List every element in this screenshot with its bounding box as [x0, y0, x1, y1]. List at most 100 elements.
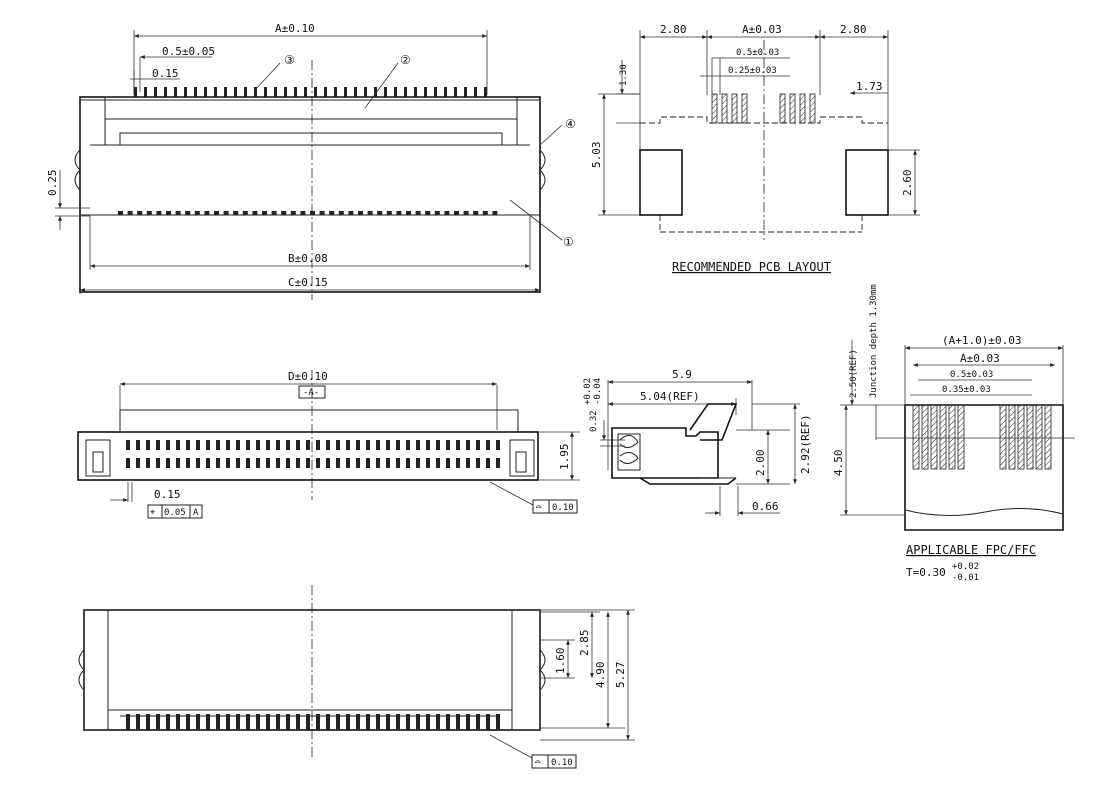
front-pin: [204, 87, 207, 97]
fpc-dim-a: A±0.03: [960, 352, 1000, 365]
front-bottom-contact: [454, 211, 459, 215]
top-pin-upper: [356, 440, 360, 450]
front-pin: [444, 87, 447, 97]
top-pin-upper: [386, 440, 390, 450]
callout-2: ②: [400, 53, 411, 67]
top-pin-upper: [336, 440, 340, 450]
fpc-dim-450: 4.50: [832, 450, 845, 477]
top-pin-row: [126, 440, 500, 468]
pcb-pad: [711, 93, 718, 124]
pcb-pad: [721, 93, 728, 124]
pcb-layout: 2.80 A±0.03 2.80 0.5±0.03 0.25±0.03 1.30…: [590, 23, 920, 274]
side-dim-504: 5.04(REF): [640, 390, 700, 403]
top-pin-upper: [236, 440, 240, 450]
bottom-pin: [476, 714, 480, 730]
top-pin-lower: [316, 458, 320, 468]
fpc-contact: [948, 404, 956, 470]
side-dim-032-dn: -0.04: [593, 378, 603, 405]
front-pin: [214, 87, 217, 97]
bottom-pin: [146, 714, 150, 730]
top-pin-lower: [186, 458, 190, 468]
callout-1: ①: [563, 235, 574, 249]
top-pin-lower: [236, 458, 240, 468]
front-bottom-contact: [367, 211, 373, 215]
bottom-pin: [276, 714, 280, 730]
top-pin-lower: [486, 458, 490, 468]
top-pin-lower: [166, 458, 170, 468]
front-bottom-contact: [175, 211, 181, 215]
front-pin: [324, 87, 327, 97]
top-pin-upper: [436, 440, 440, 450]
top-pin-lower: [246, 458, 250, 468]
front-bottom-contact: [338, 211, 344, 215]
top-pin-upper: [326, 440, 330, 450]
top-pin-upper: [376, 440, 380, 450]
top-pin-upper: [456, 440, 460, 450]
top-pin-lower: [456, 458, 460, 468]
bottom-dim-285: 2.85: [578, 630, 591, 657]
front-bottom-contact: [329, 211, 335, 215]
front-pin: [414, 87, 417, 97]
front-pin: [354, 87, 357, 97]
pcb-pad-group: [711, 93, 816, 124]
front-dim-c: C±0.15: [288, 276, 328, 289]
front-pin: [474, 87, 477, 97]
callout-3: ③: [284, 53, 295, 67]
top-pin-lower: [476, 458, 480, 468]
bottom-pin: [306, 714, 310, 730]
fpc-dim-pitch: 0.5±0.03: [950, 370, 993, 380]
front-pin: [394, 87, 397, 97]
front-pin: [404, 87, 407, 97]
bottom-pin: [186, 714, 190, 730]
top-pin-lower: [406, 458, 410, 468]
top-pin-upper: [216, 440, 220, 450]
top-pin-lower: [296, 458, 300, 468]
fpc-contact: [999, 404, 1007, 470]
bottom-pin: [436, 714, 440, 730]
front-bottom-contact: [415, 211, 421, 215]
top-pin-upper: [126, 440, 130, 450]
bottom-pin: [486, 714, 490, 730]
front-bottom-contact: [348, 211, 354, 215]
front-bottom-contact: [473, 211, 479, 215]
pcb-title: RECOMMENDED PCB LAYOUT: [672, 260, 831, 274]
front-bottom-contact: [185, 211, 191, 215]
front-bottom-contact: [386, 211, 392, 215]
top-pin-lower: [466, 458, 470, 468]
bottom-pin: [356, 714, 360, 730]
fpc-contact: [1026, 404, 1034, 470]
top-dim-d: D±0.10: [288, 370, 328, 383]
fpc-title: APPLICABLE FPC/FFC: [906, 543, 1036, 557]
front-pin: [134, 87, 137, 97]
bottom-pin: [466, 714, 470, 730]
front-pin: [164, 87, 167, 97]
top-pin-upper: [256, 440, 260, 450]
top-pin-lower: [136, 458, 140, 468]
top-pin-lower: [346, 458, 350, 468]
fpc-contact: [912, 404, 920, 470]
front-pin: [154, 87, 157, 97]
front-pin: [344, 87, 347, 97]
front-bottom-contact: [281, 211, 287, 215]
front-pin: [374, 87, 377, 97]
side-dim-032: 0.32: [589, 410, 599, 432]
front-bottom-contact: [482, 211, 488, 215]
top-dim-height: 1.95: [558, 444, 571, 471]
top-pin-lower: [306, 458, 310, 468]
pcb-pad: [779, 93, 786, 124]
pcb-dim-tab: 2.60: [901, 170, 914, 197]
bottom-profile-value: 0.10: [551, 758, 573, 768]
top-profile-symbol: ⌓: [536, 503, 542, 513]
bottom-pin: [156, 714, 160, 730]
top-pin-upper: [416, 440, 420, 450]
top-pin-lower: [286, 458, 290, 468]
bottom-profile-symbol: ⌓: [535, 758, 541, 768]
bottom-pin: [406, 714, 410, 730]
fpc-thickness-dn: -0.01: [952, 573, 979, 583]
pcb-dim-a: A±0.03: [742, 23, 782, 36]
pcb-dim-height: 5.03: [590, 142, 603, 169]
bottom-pin: [246, 714, 250, 730]
bottom-pin: [456, 714, 460, 730]
fpc-view: (A+1.0)±0.03 A±0.03 0.5±0.03 0.35±0.03 2…: [832, 284, 1075, 583]
